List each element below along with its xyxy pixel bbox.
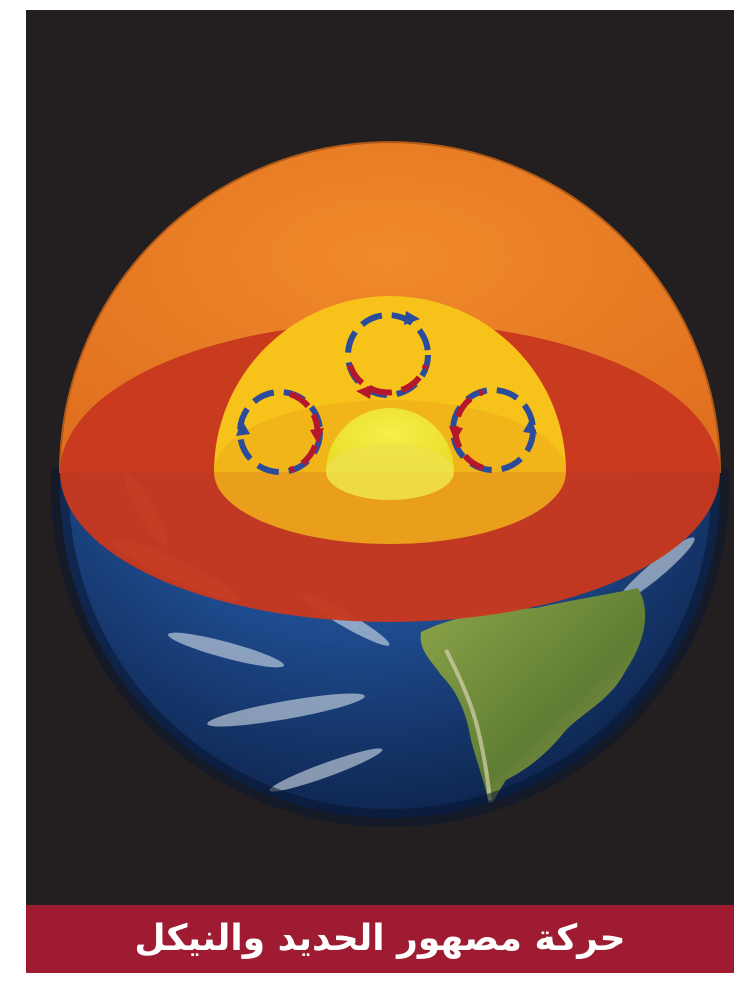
earth-core-diagram xyxy=(51,141,729,827)
andes-ridge xyxy=(444,649,492,801)
circular-arrows-icon xyxy=(236,389,324,475)
circular-arrows-icon xyxy=(449,387,537,473)
circular-arrows-icon xyxy=(345,311,431,399)
inner-core-base xyxy=(326,444,454,500)
caption-bar: حركة مصهور الحديد والنيكل xyxy=(26,905,734,973)
diagram-caption: حركة مصهور الحديد والنيكل xyxy=(134,918,626,959)
continent-south-america xyxy=(420,588,646,804)
